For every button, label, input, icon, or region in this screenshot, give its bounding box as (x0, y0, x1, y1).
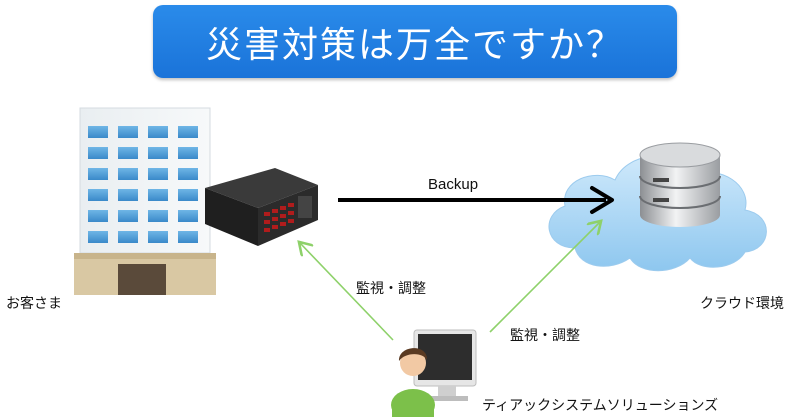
company-label: ティアックシステムソリューションズ (482, 398, 719, 414)
page-title: 災害対策は万全ですか？ (205, 24, 624, 66)
person-at-monitor-icon (391, 329, 477, 417)
monitor-adjust-label-server: 監視・調整 (356, 281, 426, 297)
rack-server-icon (205, 168, 318, 246)
monitor-arrow-server (300, 243, 394, 341)
monitor-arrow-cloud (489, 222, 600, 333)
backup-label: Backup (428, 176, 479, 193)
cloud-environment-label: クラウド環境 (700, 296, 784, 312)
backup-arrow (338, 186, 614, 214)
office-building-icon (74, 107, 216, 295)
customer-label: お客さま (6, 296, 62, 312)
cloud-database-icon (548, 142, 767, 272)
title-banner: 災害対策は万全ですか？ (153, 5, 677, 78)
monitor-adjust-label-cloud: 監視・調整 (510, 328, 580, 344)
